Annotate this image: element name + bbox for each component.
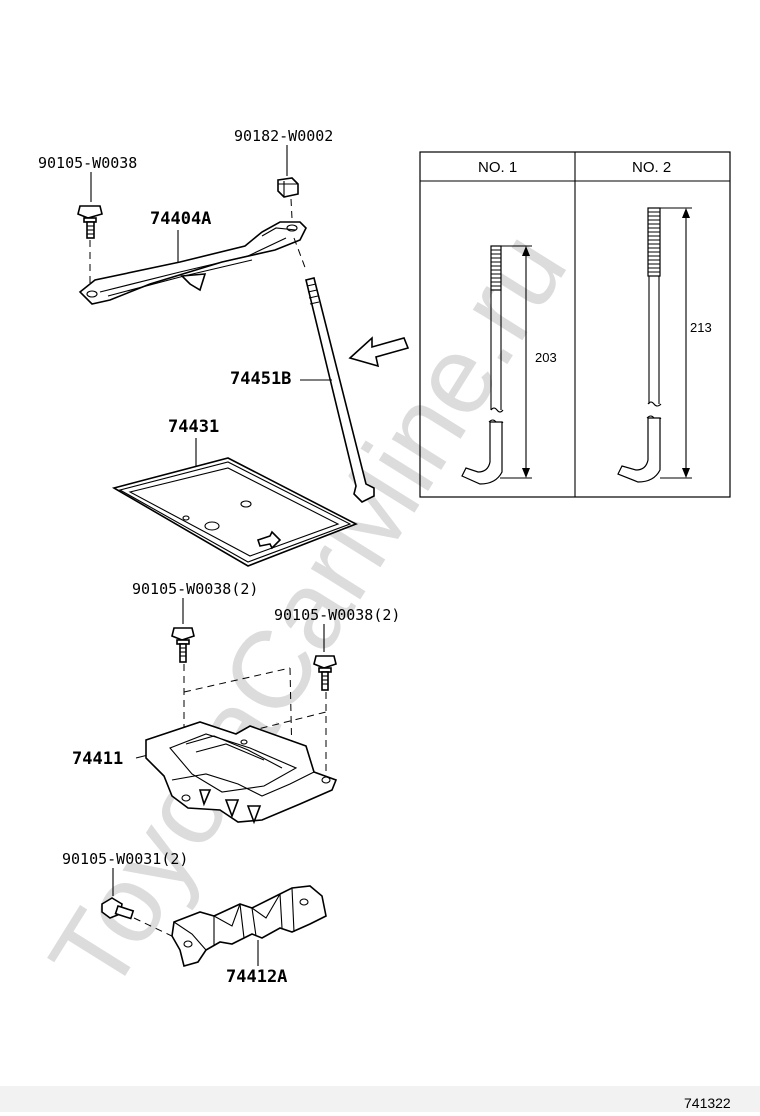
footer-band xyxy=(0,1086,760,1112)
label-bolt-bottom: 90105-W0031(2) xyxy=(62,850,188,868)
clamp-part xyxy=(78,221,307,305)
label-bolt-mid-right: 90105-W0038(2) xyxy=(274,606,400,624)
tray-part xyxy=(111,457,358,567)
rod-no2-drawing: 213 xyxy=(617,207,712,483)
assembly-line xyxy=(290,198,294,239)
rod-no1-drawing: 203 xyxy=(461,245,557,485)
table-header-no1: NO. 1 xyxy=(478,159,517,176)
arrow-left-icon xyxy=(348,336,410,368)
carrier-part xyxy=(145,721,338,825)
assembly-line xyxy=(293,237,307,271)
rod-part xyxy=(305,277,375,503)
detail-table: NO. 1 NO. 2 203 xyxy=(419,151,731,498)
label-bolt-top-left: 90105-W0038 xyxy=(38,154,137,172)
bolt-icon xyxy=(101,897,135,920)
label-nut-top: 90182-W0002 xyxy=(234,127,333,145)
bolt-icon xyxy=(171,627,195,663)
table-header-no2: NO. 2 xyxy=(632,159,671,176)
bracket-part xyxy=(171,885,327,967)
label-clamp: 74404A xyxy=(150,209,211,229)
bolt-icon xyxy=(313,655,337,691)
dimension-no1: 203 xyxy=(535,350,557,365)
label-carrier: 74411 xyxy=(72,749,123,769)
dimension-no2: 213 xyxy=(690,320,712,335)
assembly-line xyxy=(133,917,177,939)
label-tray: 74431 xyxy=(168,417,219,437)
label-bolt-mid-left: 90105-W0038(2) xyxy=(132,580,258,598)
figure-code: 741322 xyxy=(684,1095,731,1111)
nut-icon xyxy=(277,177,299,198)
label-bracket: 74412A xyxy=(226,967,287,987)
bolt-icon xyxy=(77,205,103,239)
label-rod: 74451B xyxy=(230,369,291,389)
